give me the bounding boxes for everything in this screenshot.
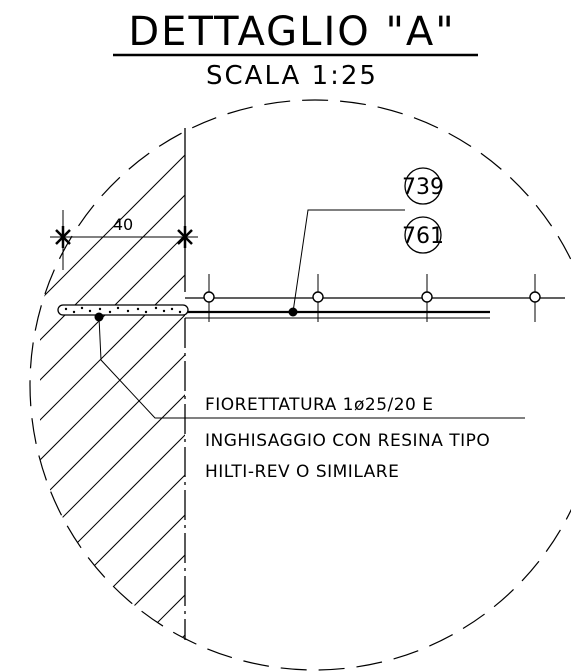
- hatch-line: [40, 145, 185, 645]
- resin-dot: [154, 306, 158, 310]
- note-line-1: FIORETTATURA 1ø25/20 E: [205, 395, 434, 415]
- dimension-label: 40: [113, 215, 133, 234]
- hatch-line: [40, 145, 185, 645]
- note-line-2: INGHISAGGIO CON RESINA TIPO: [205, 431, 490, 451]
- resin-dot: [162, 309, 166, 313]
- hatch-line: [280, 0, 571, 672]
- hatch-line: [560, 0, 571, 672]
- resin-dot: [170, 307, 174, 311]
- rebar-symbol: [187, 274, 231, 322]
- hatch-line: [40, 145, 185, 645]
- resin-dot: [88, 309, 92, 313]
- callout-top-label: 739: [402, 175, 444, 200]
- resin-dot: [108, 310, 112, 314]
- note-line-3: HILTI-REV O SIMILARE: [205, 462, 399, 482]
- hatch-line: [40, 145, 185, 645]
- resin-dot: [116, 306, 120, 310]
- hatch-line: [40, 145, 185, 645]
- hatch-line: [440, 0, 571, 672]
- hatch-line: [40, 145, 185, 645]
- dimension-40: 40: [50, 210, 198, 270]
- rebar-symbol: [513, 274, 557, 322]
- detail-scale: SCALA 1:25: [206, 61, 378, 91]
- resin-dot: [64, 307, 68, 311]
- callout-bottom-label: 761: [402, 224, 444, 249]
- resin-dot: [126, 309, 130, 313]
- resin-dot: [98, 307, 102, 311]
- hatch-line: [400, 0, 571, 672]
- hatch-line: [40, 145, 185, 645]
- resin-dot: [80, 306, 84, 310]
- hatch-line: [360, 0, 571, 672]
- callout-bubble-bottom: [404, 216, 442, 254]
- hatch-line: [40, 145, 181, 645]
- resin-anchor: [57, 304, 189, 316]
- hatch-line: [159, 145, 185, 645]
- hatch-line: [200, 0, 571, 672]
- hatch-line: [79, 145, 185, 645]
- resin-texture: [64, 306, 182, 314]
- callout-leader: [292, 209, 405, 313]
- detail-circle: [29, 99, 571, 671]
- rebar-symbol: [405, 274, 449, 322]
- hatch-line: [40, 145, 101, 645]
- dim-tick-left: [55, 226, 71, 248]
- resin-dot: [178, 310, 182, 314]
- hatch-line: [480, 0, 571, 672]
- resin-dot: [136, 307, 140, 311]
- rebar-symbols: [187, 274, 557, 322]
- hatch-line: [119, 145, 185, 645]
- callout-bubble-top: [404, 167, 442, 205]
- dim-tick-right: [177, 226, 193, 248]
- hatch-line: [40, 145, 141, 645]
- hatch-line: [40, 145, 185, 645]
- resin-dot: [72, 310, 76, 314]
- detail-title: DETTAGLIO "A": [128, 9, 455, 55]
- hatch-line: [320, 0, 571, 672]
- hatch-line: [520, 0, 571, 672]
- note-leader: [98, 316, 525, 419]
- hatch-line: [40, 145, 185, 645]
- rebar-symbol: [296, 274, 340, 322]
- resin-dot: [144, 310, 148, 314]
